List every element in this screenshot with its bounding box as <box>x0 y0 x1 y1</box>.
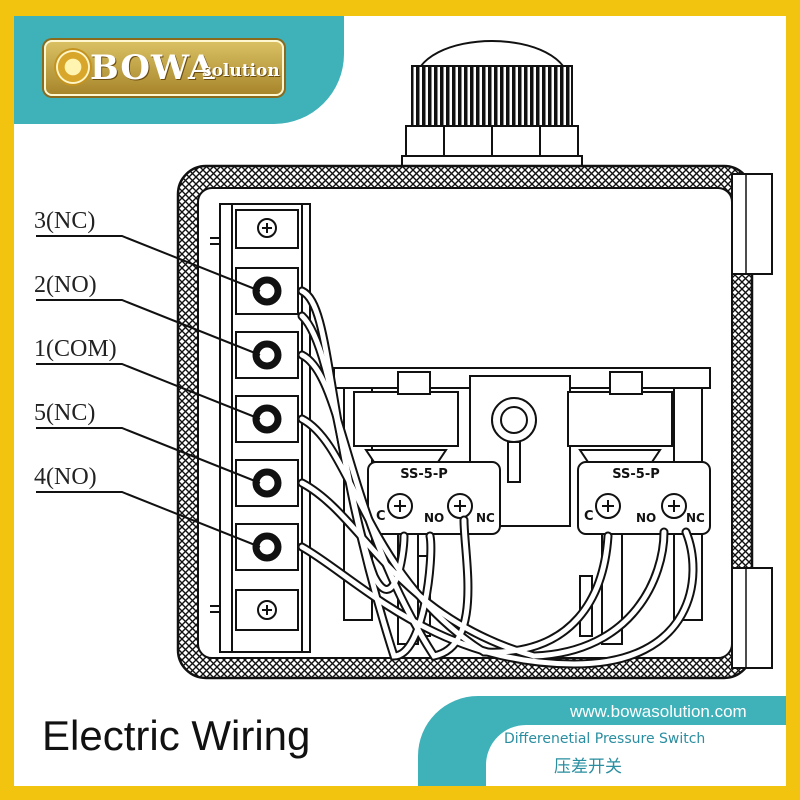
terminal-label-5-nc: 5(NC) <box>34 400 96 426</box>
switch-right-model: SS-5-P <box>612 467 660 482</box>
microswitch-left-labels: SS-5-P C NO NC <box>376 467 495 525</box>
page-title: Electric Wiring <box>42 712 311 759</box>
product-name-cn: 压差开关 <box>554 757 622 777</box>
microswitch-right-labels: SS-5-P C NO NC <box>584 467 705 525</box>
switch-left-model: SS-5-P <box>400 467 448 482</box>
brand-sub: solution <box>202 61 280 81</box>
switch-left-nc: NC <box>476 511 495 525</box>
wiring-diagram: SS-5-P C NO NC SS-5-P C NO NC <box>36 40 773 680</box>
terminal-label-4-no: 4(NO) <box>34 464 97 490</box>
brand-logo: BOWA solution <box>44 40 284 96</box>
content-panel: BOWA solution <box>14 16 786 786</box>
brand-name: BOWA <box>90 48 216 88</box>
switch-right-nc: NC <box>686 511 705 525</box>
switch-left-c: C <box>376 509 386 524</box>
website-url: www.bowasolution.com <box>570 702 747 721</box>
terminal-label-1-com: 1(COM) <box>34 336 117 362</box>
switch-right-no: NO <box>636 511 656 525</box>
terminal-label-2-no: 2(NO) <box>34 272 97 298</box>
label-leaders <box>36 235 261 548</box>
product-name: Differenetial Pressure Switch <box>504 731 706 747</box>
gear-logo-icon <box>54 48 92 86</box>
terminal-screws <box>252 218 282 620</box>
logo-tab: BOWA solution <box>14 16 344 124</box>
footer-inner <box>486 725 786 786</box>
wires <box>297 286 698 669</box>
switch-right-c: C <box>584 509 594 524</box>
switch-left-no: NO <box>424 511 444 525</box>
terminal-label-3-nc: 3(NC) <box>34 208 96 234</box>
microswitch-right <box>567 371 711 645</box>
